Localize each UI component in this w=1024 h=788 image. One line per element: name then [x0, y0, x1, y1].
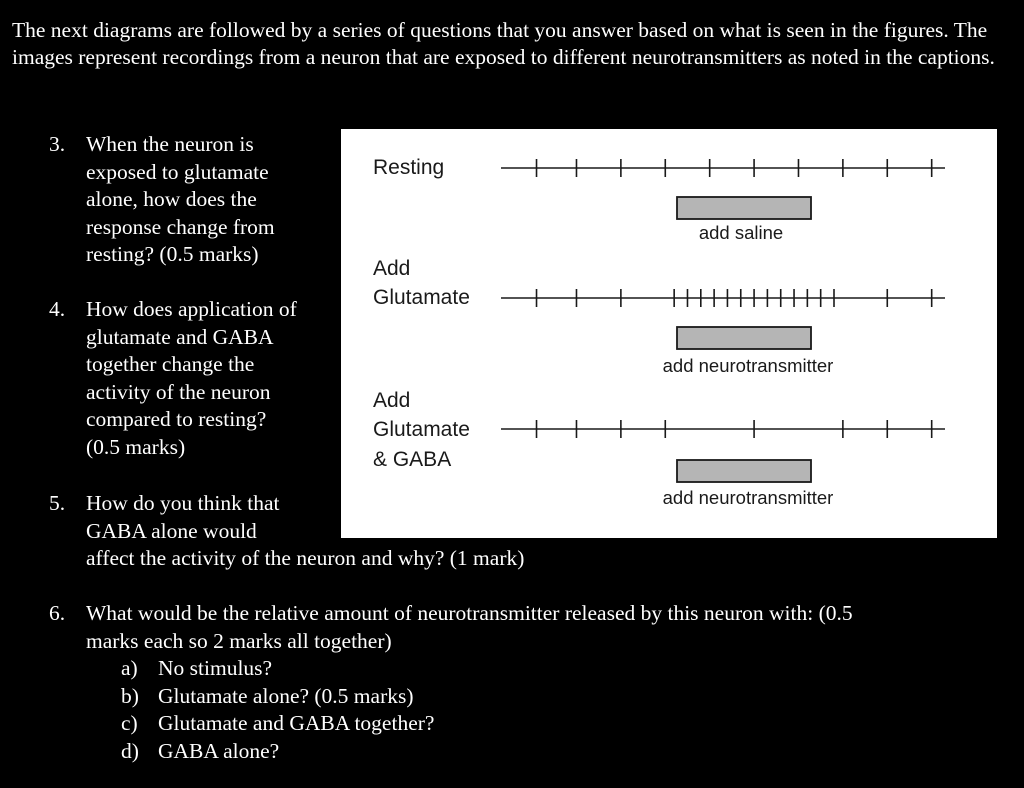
question-line: glutamate and GABA: [86, 324, 274, 349]
question-line: compared to resting?: [86, 407, 267, 431]
caption-add-saline: add saline: [699, 222, 783, 243]
row-label-resting: Resting: [373, 156, 444, 179]
neuron-recordings-figure: Resting Add Glutamate Add Glutamate & GA…: [341, 129, 997, 538]
question-line: (0.5 marks): [86, 434, 186, 459]
row-label-glutamate-gaba-line1: Add: [373, 389, 410, 412]
sub-question-letter: a): [121, 656, 138, 680]
sub-question-letter: b): [121, 683, 139, 708]
sub-question-text: GABA alone?: [158, 738, 280, 763]
question-6: 6. What would be the relative amount of …: [49, 600, 1009, 770]
question-line: together change the: [86, 352, 255, 376]
question-line: When the neuron is: [86, 132, 254, 156]
sub-question-d: d) GABA alone?: [121, 738, 279, 766]
question-line: exposed to glutamate: [86, 159, 269, 184]
question-line: How does application of: [86, 297, 297, 321]
row-label-glutamate-gaba-line3: & GABA: [373, 448, 451, 471]
sub-question-a: a) No stimulus?: [121, 655, 272, 683]
sub-question-letter: d): [121, 738, 139, 763]
row-label-add-glutamate-line2: Glutamate: [373, 286, 470, 309]
sub-question-letter: c): [121, 711, 138, 735]
intro-paragraph: The next diagrams are followed by a seri…: [12, 18, 995, 69]
question-line: How do you think that: [86, 491, 280, 515]
sub-question-text: Glutamate and GABA together?: [158, 711, 435, 735]
sub-question-c: c) Glutamate and GABA together?: [121, 710, 434, 738]
recordings-diagram: Resting Add Glutamate Add Glutamate & GA…: [373, 156, 945, 508]
sub-question-text: Glutamate alone? (0.5 marks): [158, 683, 414, 708]
row-label-glutamate-gaba-line2: Glutamate: [373, 418, 470, 441]
question-line: response change from: [86, 214, 275, 239]
stimulus-bar: [676, 326, 812, 350]
question-number: 4.: [49, 297, 66, 321]
question-5: 5. How do you think that GABA alone woul…: [49, 490, 649, 575]
sub-question-b: b) Glutamate alone? (0.5 marks): [121, 683, 414, 711]
question-line: activity of the neuron: [86, 379, 271, 404]
stimulus-bar: [676, 196, 812, 220]
question-line: GABA alone would: [86, 518, 257, 543]
spike-traces: [501, 159, 945, 483]
question-3: 3. When the neuron is exposed to glutama…: [49, 131, 339, 271]
question-line: alone, how does the: [86, 187, 257, 211]
caption-add-neurotransmitter-2: add neurotransmitter: [663, 487, 834, 508]
caption-add-neurotransmitter-1: add neurotransmitter: [663, 355, 834, 376]
row-label-add-glutamate-line1: Add: [373, 257, 410, 280]
question-number: 6.: [49, 601, 66, 625]
question-number: 3.: [49, 132, 66, 156]
sub-question-text: No stimulus?: [158, 656, 273, 680]
question-line: affect the activity of the neuron and wh…: [86, 546, 525, 570]
question-line: What would be the relative amount of neu…: [86, 601, 853, 625]
stimulus-bar: [676, 459, 812, 483]
question-line: resting? (0.5 marks): [86, 242, 259, 266]
question-number: 5.: [49, 491, 66, 515]
question-line: marks each so 2 marks all together): [86, 628, 392, 653]
question-4: 4. How does application of glutamate and…: [49, 296, 339, 466]
